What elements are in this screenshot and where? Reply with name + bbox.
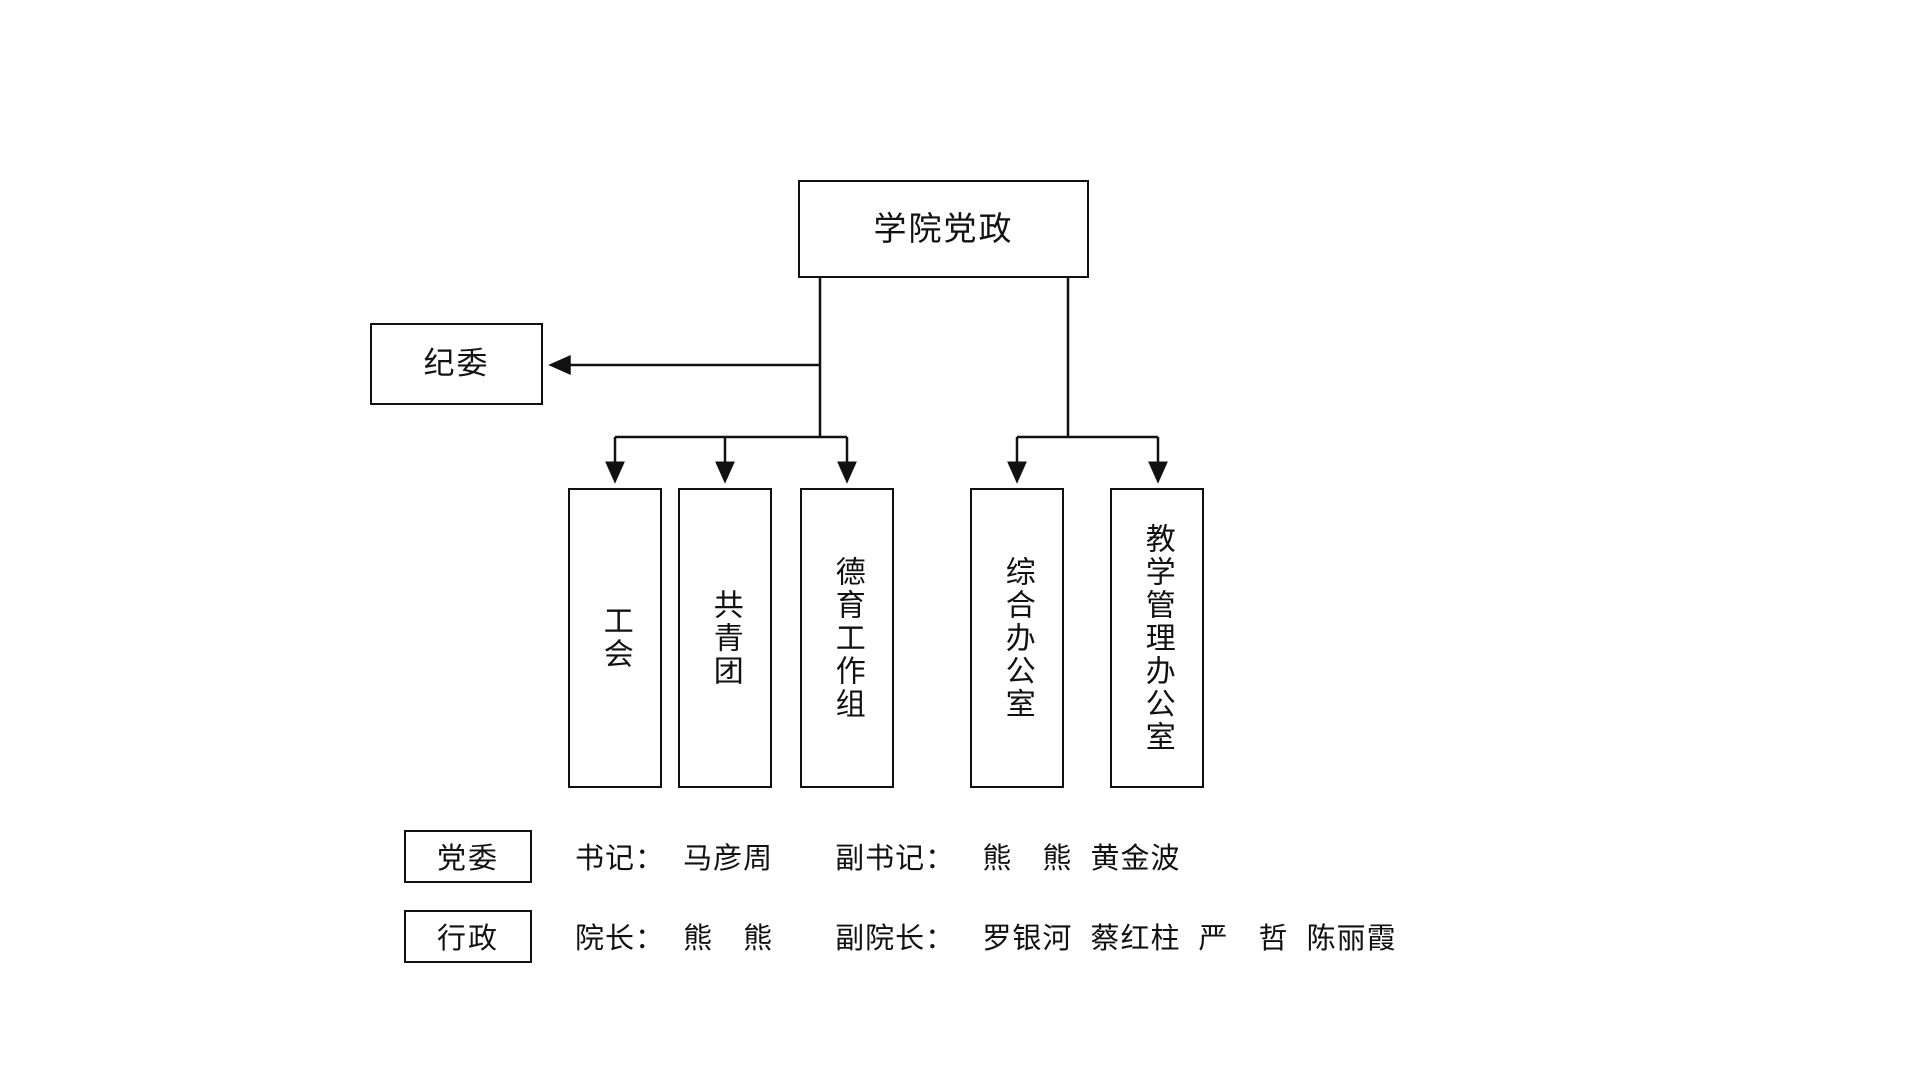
roster-entry: 院长： 熊 熊	[575, 915, 773, 957]
node-label: 德育工作组	[830, 555, 864, 721]
roster-names: 马彦周	[665, 843, 774, 875]
roster-tag-party-committee[interactable]: 党委	[404, 829, 532, 883]
roster-entry: 副院长： 罗银河 蔡红柱 严 哲 陈丽霞	[835, 915, 1397, 957]
roster-entry: 书记： 马彦周	[575, 835, 773, 877]
roster-names: 罗银河 蔡红柱 严 哲 陈丽霞	[955, 923, 1397, 955]
node-labor-union[interactable]: 工会	[568, 488, 662, 788]
node-label: 纪委	[423, 345, 490, 381]
roster-names: 熊 熊 黄金波	[955, 843, 1181, 875]
node-discipline-commission[interactable]: 纪委	[370, 323, 543, 405]
roster-role: 副院长：	[835, 923, 956, 955]
roster-tag-administration[interactable]: 行政	[404, 909, 532, 963]
node-label: 工会	[598, 605, 632, 671]
node-label: 教学管理办公室	[1140, 522, 1174, 754]
node-label: 共青团	[708, 588, 742, 688]
roster-row: 行政 院长： 熊 熊 副院长： 罗银河 蔡红柱 严 哲 陈丽霞	[0, 908, 1920, 964]
node-general-office[interactable]: 综合办公室	[970, 488, 1064, 788]
roster-names: 熊 熊	[665, 923, 774, 955]
node-academy-party-administration[interactable]: 学院党政	[798, 180, 1089, 278]
node-label: 学院党政	[873, 210, 1014, 248]
node-teaching-management-office[interactable]: 教学管理办公室	[1110, 488, 1204, 788]
node-youth-league[interactable]: 共青团	[678, 488, 772, 788]
roster-role: 书记：	[575, 843, 666, 875]
node-label: 综合办公室	[1000, 555, 1034, 721]
roster-row: 党委 书记： 马彦周 副书记： 熊 熊 黄金波	[0, 828, 1920, 884]
roster-role: 副书记：	[835, 843, 956, 875]
roster-entries: 书记： 马彦周 副书记： 熊 熊 黄金波	[575, 835, 1180, 877]
node-moral-education-group[interactable]: 德育工作组	[800, 488, 894, 788]
roster-role: 院长：	[575, 923, 666, 955]
roster-entry: 副书记： 熊 熊 黄金波	[835, 835, 1180, 877]
roster-entries: 院长： 熊 熊 副院长： 罗银河 蔡红柱 严 哲 陈丽霞	[575, 915, 1397, 957]
